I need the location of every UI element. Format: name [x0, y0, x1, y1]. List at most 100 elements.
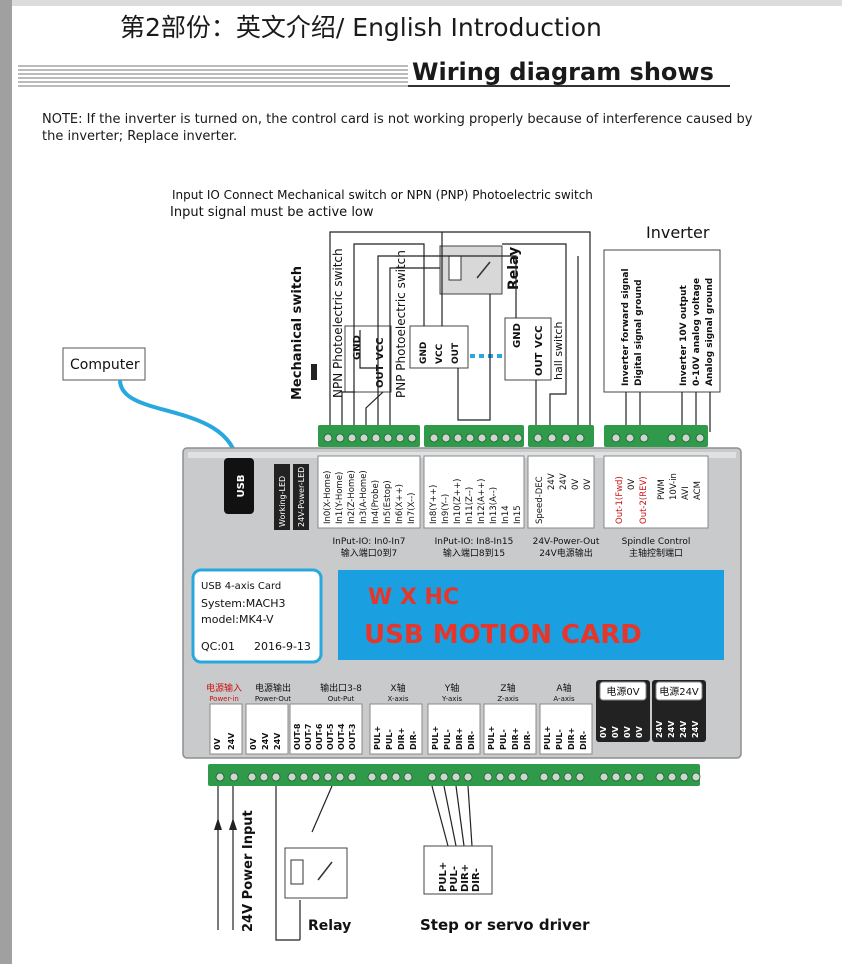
- power-out2-cn: 电源输出: [255, 682, 291, 694]
- x-axis-cn: X轴: [390, 682, 405, 694]
- spindle-10v: 10V-in: [669, 473, 679, 500]
- pin-a-pul-plus: PUL+: [543, 726, 552, 750]
- hall-out: OUT: [534, 352, 545, 376]
- pin-x-pul-minus: PUL-: [385, 729, 394, 750]
- pin-out-8: OUT-8: [293, 723, 302, 750]
- input-in15: In15: [513, 505, 523, 524]
- pout-24v-a: 24V: [547, 473, 557, 490]
- pin-y-dir-minus: DIR-: [467, 731, 476, 750]
- input-in12: In12(A++): [477, 479, 487, 524]
- inv-signal-4: 0-10V analog voltage: [692, 278, 702, 386]
- pin-0v-1: 0V: [599, 725, 608, 738]
- usb-label: USB: [236, 475, 247, 498]
- relay-top-label: Relay: [506, 247, 522, 290]
- input-in3: In3(A-Home): [359, 470, 369, 524]
- relay-coil-icon: [448, 255, 462, 281]
- inv-signal-3: Inverter 10V output: [679, 284, 689, 386]
- spindle-0v: 0V: [627, 479, 637, 490]
- power-led-strip: [293, 464, 309, 530]
- input-caption-2: Input signal must be active low: [170, 205, 374, 220]
- spindle-acm: ACM: [693, 481, 703, 500]
- input-in2: In2(Z-Home): [347, 470, 357, 524]
- input-in5: In5(Estop): [383, 480, 393, 524]
- product-banner: [338, 570, 724, 660]
- pnp-out: OUT: [451, 342, 461, 364]
- y-axis-cn: Y轴: [444, 682, 460, 694]
- power-input-label: 24V Power Input: [241, 810, 256, 932]
- pout-24v-b: 24V: [559, 473, 569, 490]
- input-in13: In13(A--): [489, 487, 499, 524]
- input-in6: In6(X++): [395, 484, 405, 524]
- input-2-caption-cn: 输入端口8到15: [443, 547, 505, 559]
- title-rule: [18, 65, 730, 87]
- left-sidebar: [0, 0, 12, 964]
- relay-contact-icon: [476, 261, 491, 279]
- pin-power-in-0v: 0V: [213, 737, 222, 750]
- brand-logo: W X HC: [368, 585, 459, 610]
- z-axis-cn: Z轴: [500, 682, 515, 694]
- pin-out-5: OUT-5: [326, 723, 335, 750]
- pin-y-pul-plus: PUL+: [431, 726, 440, 750]
- bottom-terminal-screws: [215, 772, 701, 782]
- pin-power-in-24v: 24V: [227, 732, 236, 750]
- pout-0v-b: 0V: [583, 479, 593, 490]
- pin-pout-24v-b: 24V: [273, 732, 282, 750]
- input-in1: In1(Y-Home): [335, 472, 345, 524]
- relay-bottom-coil-icon: [290, 859, 304, 885]
- input-in0: In0(X-Home): [323, 470, 333, 524]
- power-led-label: 24V-Power-LED: [297, 467, 306, 527]
- power-0v-tag: [599, 681, 647, 701]
- input-in4: In4(Probe): [371, 480, 381, 524]
- pin-z-dir-minus: DIR-: [523, 731, 532, 750]
- power-out-caption: 24V-Power-Out: [533, 537, 600, 547]
- input-in8: In8(Y++): [429, 485, 439, 524]
- pin-out-6: OUT-6: [315, 723, 324, 750]
- info-line1: USB 4-axis Card: [201, 581, 281, 592]
- pin-pout-24v-a: 24V: [261, 732, 270, 750]
- pin-a-dir-minus: DIR-: [579, 731, 588, 750]
- inverter-label: Inverter: [646, 223, 710, 242]
- pin-out-7: OUT-7: [304, 724, 313, 750]
- input-1-caption: InPut-IO: In0-In7: [333, 537, 406, 547]
- computer-box: [62, 347, 146, 381]
- pin-out-3: OUT-3: [348, 724, 357, 750]
- pin-y-pul-minus: PUL-: [443, 729, 452, 750]
- input-in7: In7(X--): [407, 493, 417, 524]
- spindle-out2: Out-2(REV): [639, 476, 649, 524]
- hall-switch-label: hall switch: [552, 322, 565, 380]
- note-text: NOTE: If the inverter is turned on, the …: [42, 112, 753, 144]
- card-top-bevel: [188, 452, 736, 458]
- a-axis-caption: A-axis: [553, 695, 575, 703]
- step-driver-box: [423, 845, 493, 895]
- input-2-caption: InPut-IO: In8-In15: [435, 537, 514, 547]
- input-in11: In11(Z--): [465, 487, 475, 524]
- info-qc: QC:01: [201, 640, 235, 653]
- npn-switch-label: NPN Photoelectric switch: [331, 248, 345, 398]
- npn-vcc: VCC: [375, 338, 386, 360]
- spindle-out1: Out-1(Fwd): [615, 476, 625, 524]
- pin-x-pul-plus: PUL+: [373, 726, 382, 750]
- outputs-caption: Out-Put: [328, 695, 355, 703]
- top-border: [12, 0, 842, 6]
- pin-pout-0v: 0V: [249, 737, 258, 750]
- pin-out-4: OUT-4: [337, 723, 346, 750]
- power-0v-title: 电源0V: [606, 685, 639, 698]
- power-24v-title: 电源24V: [659, 685, 699, 698]
- pin-24v-4: 24V: [691, 720, 700, 738]
- pin-z-pul-plus: PUL+: [487, 726, 496, 750]
- pout-speed-dec: Speed-DEC: [535, 476, 545, 524]
- y-axis-caption: Y-axis: [441, 695, 462, 703]
- pin-x-dir-minus: DIR-: [409, 731, 418, 750]
- pin-0v-2: 0V: [611, 725, 620, 738]
- info-label: [191, 568, 323, 664]
- power-out2-caption: Power-Out: [255, 695, 291, 703]
- pin-a-dir-plus: DIR+: [567, 728, 576, 750]
- banner-title: USB MOTION CARD: [364, 620, 642, 650]
- pin-24v-1: 24V: [655, 720, 664, 738]
- spindle-header: [603, 455, 709, 529]
- x-axis-caption: X-axis: [388, 695, 409, 703]
- pin-x-dir-plus: DIR+: [397, 728, 406, 750]
- step-driver-label: Step or servo driver: [420, 916, 590, 934]
- pin-y-dir-plus: DIR+: [455, 728, 464, 750]
